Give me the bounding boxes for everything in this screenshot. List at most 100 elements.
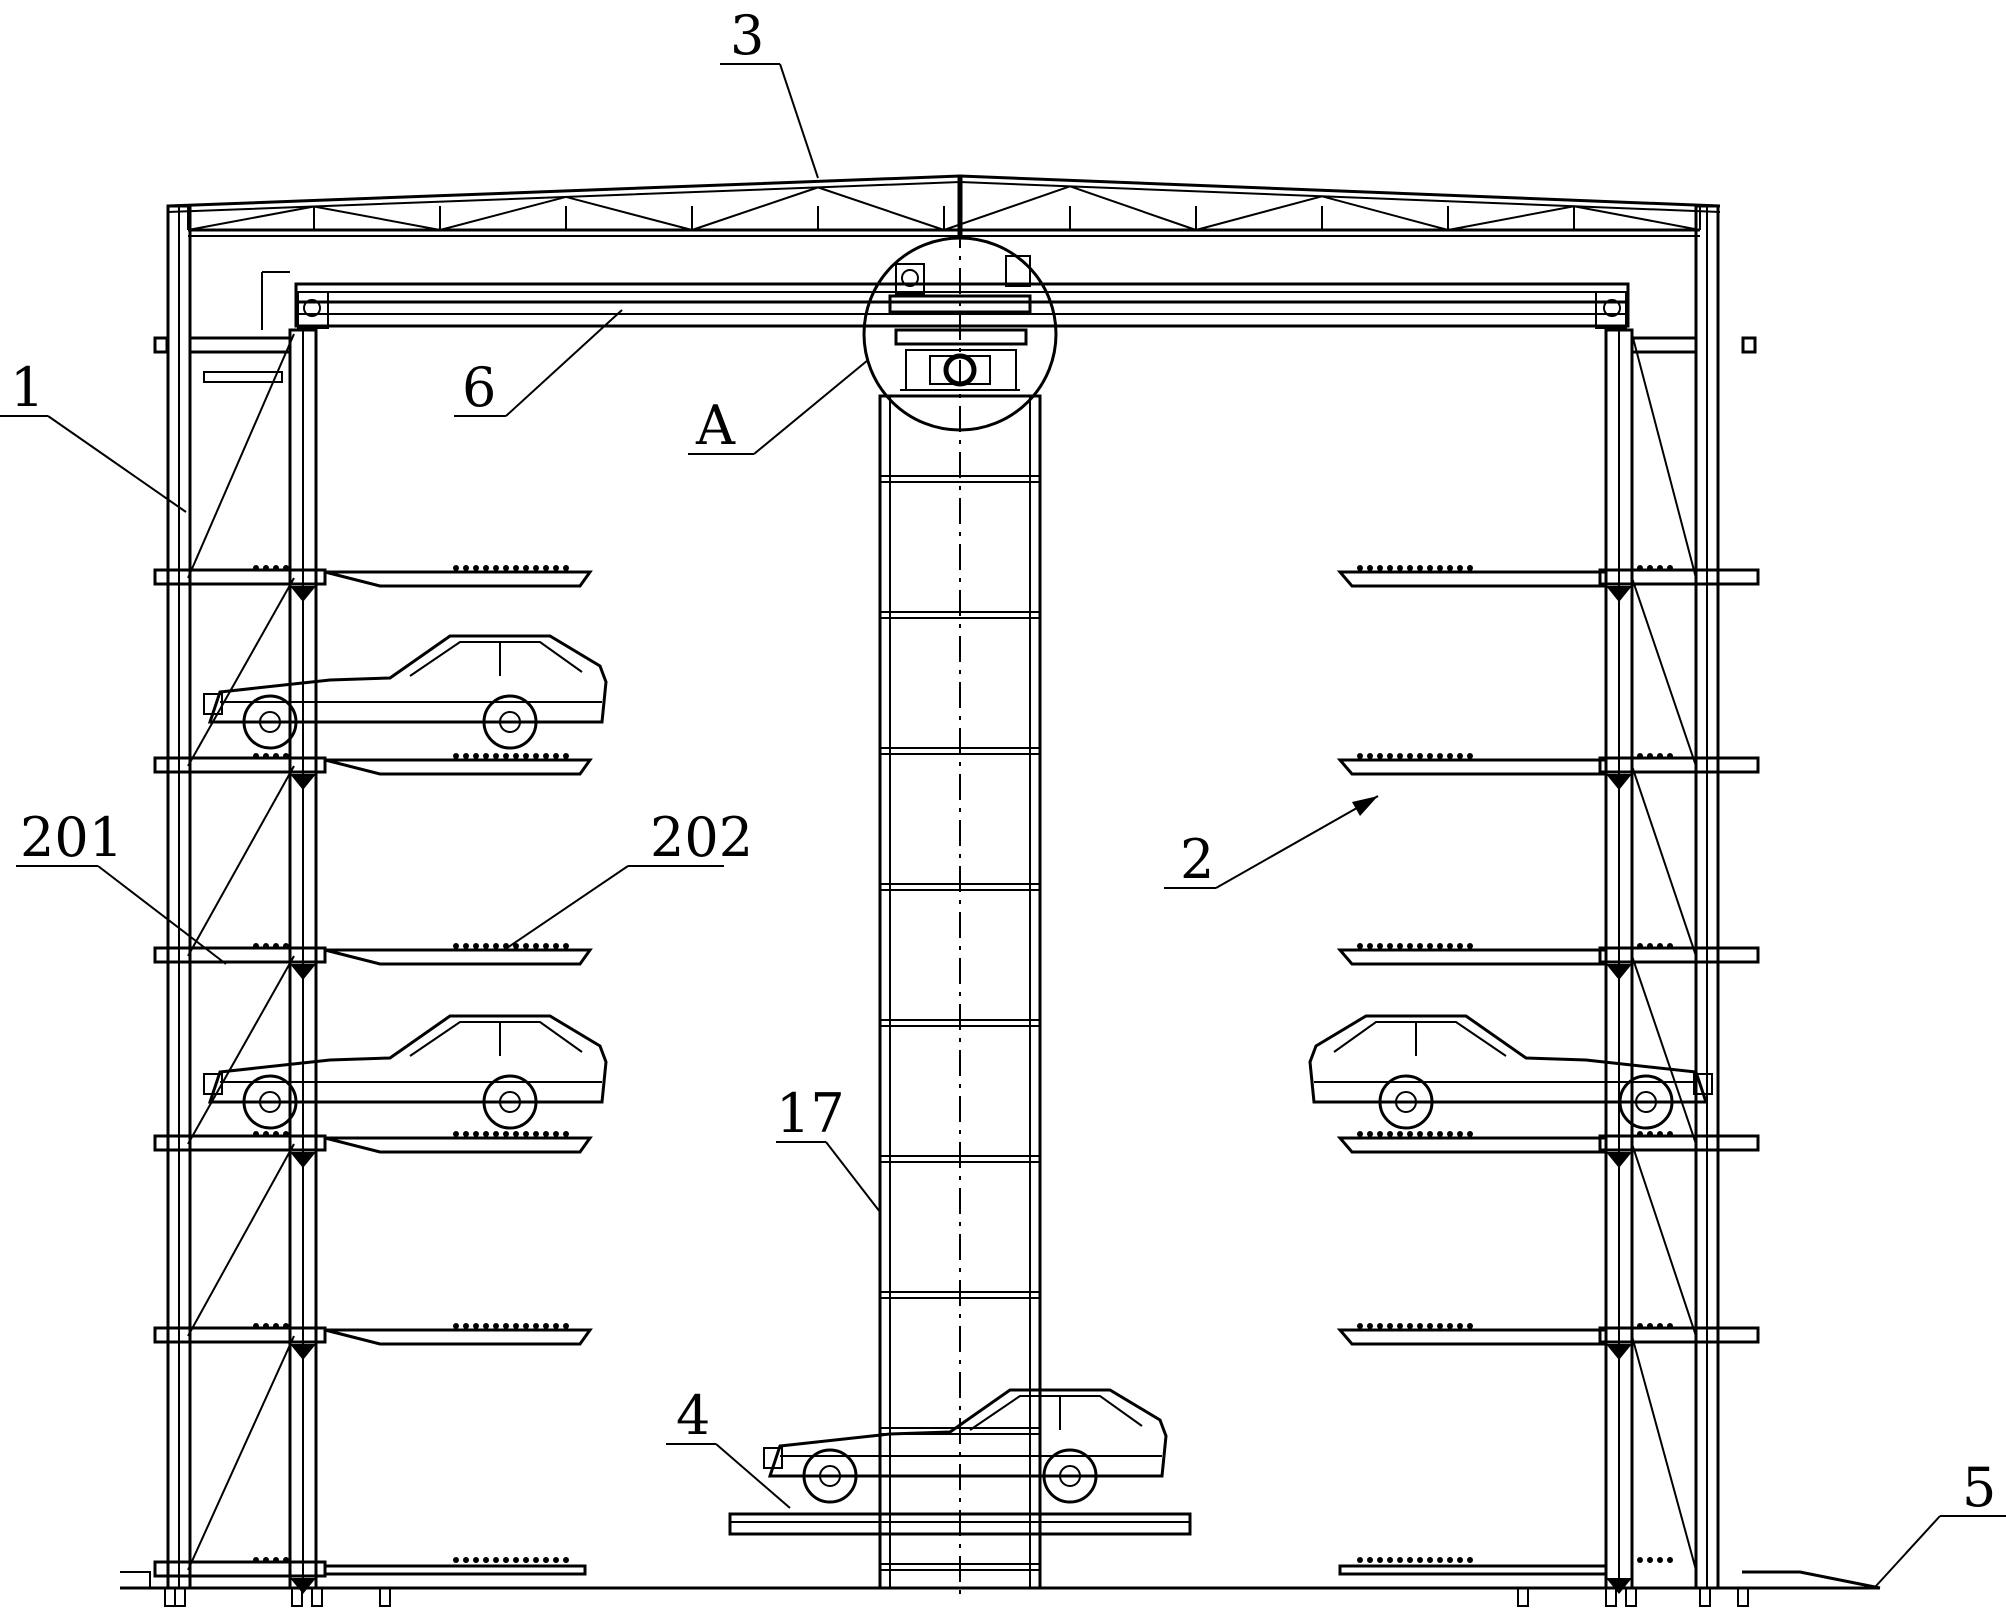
roller [1447, 943, 1453, 949]
roller [1457, 943, 1463, 949]
platform-left [324, 948, 593, 966]
roller [1437, 565, 1443, 571]
car-hub [1059, 1465, 1081, 1487]
roller [493, 1131, 499, 1137]
column-foot [1625, 1587, 1637, 1607]
roller [1427, 1557, 1433, 1563]
roller [1457, 1557, 1463, 1563]
roller [1647, 565, 1653, 571]
roller [273, 1323, 279, 1329]
roller [543, 753, 549, 759]
frame-beam [153, 1326, 327, 1344]
roller [533, 1323, 539, 1329]
roller [1387, 1557, 1393, 1563]
roller [1467, 1131, 1473, 1137]
roller [1447, 1131, 1453, 1137]
frame-beam [1598, 1326, 1760, 1344]
platform-left [324, 570, 593, 588]
column-foot [174, 1587, 186, 1607]
roller [463, 1323, 469, 1329]
brace [187, 955, 295, 1145]
roller [523, 943, 529, 949]
roller [1667, 1131, 1673, 1137]
frame-beam [1598, 946, 1760, 964]
brace [1631, 577, 1697, 767]
roller [1457, 565, 1463, 571]
cars [203, 634, 1713, 1504]
callout-201: 201 [20, 806, 123, 869]
bracket [1606, 1344, 1632, 1360]
callout-17: 17 [776, 1082, 845, 1145]
roller [1437, 1131, 1443, 1137]
tower-rung [879, 1019, 1041, 1027]
car-hub [819, 1465, 841, 1487]
roller [543, 1323, 549, 1329]
roller [473, 943, 479, 949]
roller [1387, 753, 1393, 759]
roller [1397, 1131, 1403, 1137]
roller [523, 565, 529, 571]
roller [1367, 1557, 1373, 1563]
car [1308, 1014, 1713, 1130]
roller [553, 1557, 559, 1563]
car-grille [1693, 1073, 1713, 1095]
callout-labels: 3 1 6 A 201 202 2 17 4 5 [10, 4, 1996, 1519]
callout-202: 202 [650, 806, 753, 869]
roller [283, 1557, 289, 1563]
frame-beam [1598, 1134, 1760, 1152]
brace [1631, 333, 1697, 579]
roller [253, 753, 259, 759]
frame-beam [153, 756, 327, 774]
roller [503, 1557, 509, 1563]
parking-racks [153, 565, 1760, 1594]
roller [453, 1131, 459, 1137]
parking-level [153, 943, 1760, 980]
roller [1637, 565, 1643, 571]
roller [1407, 1131, 1413, 1137]
roller [263, 753, 269, 759]
roller [483, 1323, 489, 1329]
column-foot [1517, 1587, 1529, 1607]
roller [463, 565, 469, 571]
car-wheel [242, 1074, 298, 1130]
roller [483, 565, 489, 571]
roller [1637, 753, 1643, 759]
roller [283, 1323, 289, 1329]
roller [473, 753, 479, 759]
roller [1447, 565, 1453, 571]
roller [1647, 1131, 1653, 1137]
frame-beam [153, 568, 327, 586]
leader-lines [0, 63, 2006, 1587]
roller [533, 565, 539, 571]
roller [1377, 943, 1383, 949]
tower-rung [879, 883, 1041, 891]
roller [503, 1131, 509, 1137]
roller [1397, 943, 1403, 949]
roller [543, 1131, 549, 1137]
roller [1357, 1131, 1363, 1137]
parking-level [153, 1323, 1760, 1360]
bracket [290, 1578, 316, 1594]
roller [503, 1323, 509, 1329]
car-wheel [242, 694, 298, 750]
frame-beam [1598, 568, 1760, 586]
platform-right [1336, 1328, 1608, 1346]
roller [1647, 943, 1653, 949]
brace [187, 1335, 295, 1571]
roller [1417, 565, 1423, 571]
roller [1377, 1557, 1383, 1563]
roller [1387, 943, 1393, 949]
car-body [207, 634, 608, 724]
roller [273, 1131, 279, 1137]
frame-beam [153, 946, 327, 964]
roller [1467, 753, 1473, 759]
roller [263, 1323, 269, 1329]
roller [1367, 1131, 1373, 1137]
roller [1367, 943, 1373, 949]
lift-platform [728, 1512, 1192, 1536]
car-hub [499, 711, 521, 733]
roller [493, 565, 499, 571]
roller [1357, 1557, 1363, 1563]
roller [503, 565, 509, 571]
